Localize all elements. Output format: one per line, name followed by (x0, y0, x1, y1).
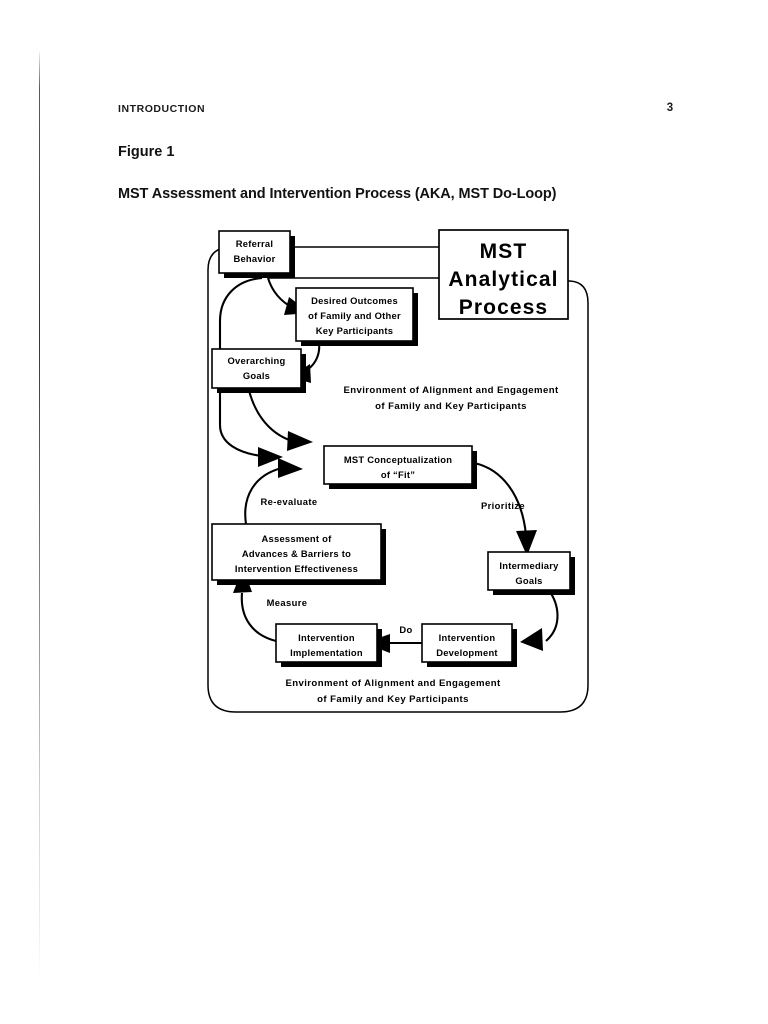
node-desired-outcomes-line-1: Desired Outcomes (311, 295, 398, 306)
environment-top-line-1: Environment of Alignment and Engagement (343, 385, 559, 396)
page-number: 3 (666, 102, 674, 114)
node-overarching-goals-line-1: Overarching (228, 355, 286, 366)
node-assessment-line-3: Intervention Effectiveness (235, 563, 358, 574)
node-desired-outcomes-line-2: of Family and Other (308, 310, 401, 321)
arrow-conceptualization-to-intermediary-goals (473, 461, 537, 556)
edge-label-prioritize: Prioritize (481, 500, 525, 511)
node-mst-conceptualization-of-fit[interactable]: MST Conceptualization of “Fit” (323, 445, 477, 489)
node-intervention-implementation[interactable]: Intervention Implementation (275, 623, 382, 667)
node-desired-outcomes-line-3: Key Participants (316, 325, 393, 336)
node-assessment-line-2: Advances & Barriers to (242, 548, 351, 559)
edge-label-re-evaluate: Re-evaluate (260, 496, 317, 507)
node-intervention-implementation-line-1: Intervention (298, 632, 355, 643)
running-head: INTRODUCTION (118, 103, 206, 115)
arrow-intermediary-goals-to-intervention-development (520, 588, 559, 651)
environment-top-label: Environment of Alignment and Engagement … (343, 385, 559, 412)
mst-do-loop-diagram: MST Analytical Process (150, 225, 630, 730)
edge-label-do: Do (399, 624, 412, 635)
node-overarching-goals[interactable]: Overarching Goals (211, 348, 306, 393)
node-intervention-development-line-2: Development (436, 647, 498, 658)
mst-analytical-process-title-box: MST Analytical Process (438, 229, 569, 320)
arrow-assessment-to-conceptualization (244, 458, 303, 525)
environment-bottom-line-1: Environment of Alignment and Engagement (285, 678, 501, 689)
node-intermediary-goals-line-2: Goals (515, 575, 542, 586)
figure-title: MST Assessment and Intervention Process … (118, 186, 557, 202)
node-conceptualization-line-1: MST Conceptualization (344, 454, 452, 465)
node-intervention-implementation-line-2: Implementation (290, 647, 363, 658)
node-intermediary-goals-line-1: Intermediary (499, 560, 559, 571)
title-line-2: Analytical (448, 268, 558, 291)
node-intervention-development-line-1: Intervention (439, 632, 496, 643)
node-intervention-development[interactable]: Intervention Development (421, 623, 517, 667)
scan-gutter-line (39, 52, 40, 975)
title-line-3: Process (459, 296, 548, 319)
node-referral-behavior-line-2: Behavior (233, 253, 275, 264)
node-conceptualization-line-2: of “Fit” (381, 469, 415, 480)
edge-label-measure: Measure (267, 597, 308, 608)
node-referral-behavior[interactable]: Referral Behavior (218, 230, 295, 278)
environment-top-line-2: of Family and Key Participants (375, 401, 527, 412)
node-assessment-of-advances-barriers[interactable]: Assessment of Advances & Barriers to Int… (211, 523, 386, 585)
node-referral-behavior-line-1: Referral (236, 238, 273, 249)
title-line-1: MST (480, 240, 528, 263)
arrow-referral-to-conceptualization (218, 276, 283, 467)
environment-bottom-label: Environment of Alignment and Engagement … (285, 678, 501, 705)
node-assessment-line-1: Assessment of (262, 533, 333, 544)
node-overarching-goals-line-2: Goals (243, 370, 270, 381)
environment-bottom-line-2: of Family and Key Participants (317, 694, 469, 705)
node-desired-outcomes[interactable]: Desired Outcomes of Family and Other Key… (295, 287, 418, 346)
node-intermediary-goals[interactable]: Intermediary Goals (487, 551, 575, 595)
figure-label: Figure 1 (118, 144, 175, 160)
